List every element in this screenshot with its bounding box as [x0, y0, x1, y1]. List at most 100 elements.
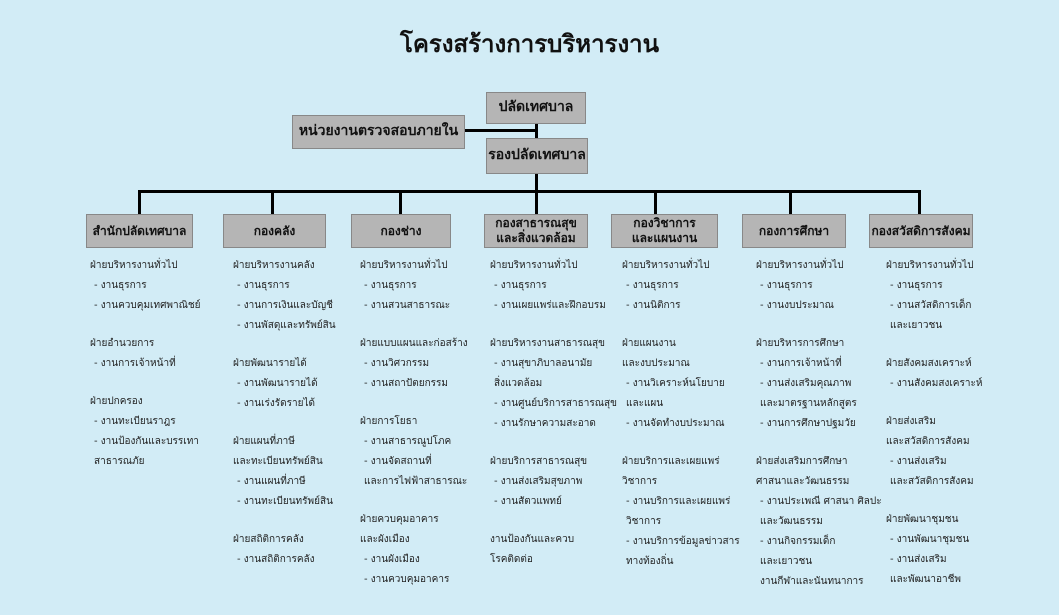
- task-item: - งานจัดทำงบประมาณ: [626, 418, 725, 429]
- dept-column-finance: ฝ่ายบริหารงานคลัง- งานธุรการ- งานการเงิน…: [233, 256, 361, 570]
- task-item: - งานพัฒนารายได้: [237, 378, 318, 389]
- connector-dept-2: [399, 190, 402, 214]
- task-item: - งานวิเคราะห์นโยบาย และแผน: [626, 378, 725, 409]
- task-item: - งานส่งเสริม และพัฒนาอาชีพ: [890, 554, 962, 585]
- dept-column-education: ฝ่ายบริหารงานทั่วไป - งานธุรการ - งานงบประ…: [756, 256, 886, 592]
- division-heading: ฝ่ายบริหารงานสาธารณสุข: [490, 338, 605, 349]
- group-spacer: [622, 434, 750, 452]
- division-heading: ฝ่ายบริหารการศึกษา: [756, 338, 845, 349]
- task-item: - งานกิจกรรมเด็ก และเยาวชน งานกีฬาและนัน…: [760, 536, 864, 587]
- task-item: - งานธุรการ: [760, 280, 813, 291]
- deputy-clerk-label: รองปลัดเทศบาล: [488, 147, 586, 164]
- group-spacer: [490, 434, 618, 452]
- division-heading: ฝ่ายควบคุมอาคาร และผังเมือง: [360, 514, 439, 545]
- task-item: - งานสังคมสงเคราะห์: [890, 378, 983, 389]
- task-item: - งานบริการและเผยแพร่ วิชาการ: [626, 496, 731, 527]
- connector-dept-6: [918, 190, 921, 214]
- task-item: - งานควบคุมอาคาร: [364, 574, 450, 585]
- division-heading: ฝ่ายบริหารงานทั่วไป: [360, 260, 448, 271]
- division-heading: ฝ่ายส่งเสริม และสวัสดิการสังคม: [886, 416, 970, 447]
- dept-box-engineering: กองช่าง: [351, 214, 451, 248]
- connector-audit: [465, 129, 537, 132]
- connector-dept-3: [535, 190, 538, 214]
- connector-vertical-main: [535, 174, 538, 192]
- division-heading: ฝ่ายบริหารงานคลัง: [233, 260, 315, 271]
- task-item: - งานงบประมาณ: [760, 300, 834, 311]
- task-item: - งานสถิติการคลัง: [237, 554, 315, 565]
- division-heading: ฝ่ายแผนที่ภาษี และทะเบียนทรัพย์สิน: [233, 436, 323, 467]
- task-item: - งานการเจ้าหน้าที่: [94, 358, 176, 369]
- division-heading: ฝ่ายบริหารงานทั่วไป: [490, 260, 578, 271]
- group-spacer: [233, 336, 361, 354]
- dept-box-planning: กองวิชาการ และแผนงาน: [611, 214, 718, 248]
- task-item: - งานพัสดุและทรัพย์สิน: [237, 320, 336, 331]
- task-item: - งานสุขาภิบาลอนามัย สิ่งแวดล้อม: [494, 358, 593, 389]
- division-heading: ฝ่ายพัฒนารายได้: [233, 358, 307, 369]
- division-heading: ฝ่ายสังคมสงเคราะห์: [886, 358, 972, 369]
- division-heading: ฝ่ายแบบแผนและก่อสร้าง: [360, 338, 468, 349]
- group-spacer: [886, 394, 1011, 412]
- group-spacer: [90, 374, 218, 392]
- dept-label: กองสวัสดิการสังคม: [871, 223, 971, 238]
- task-item: - งานศูนย์บริการสาธารณสุข: [494, 398, 617, 409]
- task-item: - งานส่งเสริมสุขภาพ: [494, 476, 583, 487]
- task-item: - งานแผนที่ภาษี: [237, 476, 306, 487]
- task-item: - งานธุรการ: [890, 280, 943, 291]
- group-spacer: [490, 316, 618, 334]
- dept-column-planning: ฝ่ายบริหารงานทั่วไป - งานธุรการ - งานนิติก…: [622, 256, 750, 572]
- connector-dept-4: [654, 190, 657, 214]
- dept-label: กองช่าง: [380, 223, 422, 238]
- task-item: - งานนิติการ: [626, 300, 681, 311]
- division-heading: งานป้องกันและควบ โรคติดต่อ: [490, 534, 575, 565]
- dept-label: กองสาธารณสุข และสิ่งแวดล้อม: [495, 216, 577, 245]
- task-item: - งานส่งเสริมคุณภาพ และมาตรฐานหลักสูตร: [760, 378, 857, 409]
- connector-horizontal-bus: [138, 190, 920, 193]
- task-item: - งานวิศวกรรม: [364, 358, 430, 369]
- group-spacer: [886, 492, 1011, 510]
- task-item: - งานรักษาความสะอาด: [494, 418, 596, 429]
- division-heading: ฝ่ายการโยธา: [360, 416, 418, 427]
- task-item: - งานสวัสดิการเด็ก และเยาวชน: [890, 300, 972, 331]
- deputy-clerk-box: รองปลัดเทศบาล: [486, 138, 588, 174]
- group-spacer: [490, 512, 618, 530]
- task-item: - งานผังเมือง: [364, 554, 420, 565]
- group-spacer: [756, 316, 886, 334]
- task-item: - งานธุรการ: [626, 280, 679, 291]
- dept-box-social-welfare: กองสวัสดิการสังคม: [869, 214, 973, 248]
- task-item: - งานธุรการ: [94, 280, 147, 291]
- task-item: - งานสัตวแพทย์: [494, 496, 562, 507]
- dept-label: กองวิชาการ และแผนงาน: [631, 216, 698, 245]
- task-item: - งานการศึกษาปฐมวัย: [760, 418, 856, 429]
- dept-column-social-welfare: ฝ่ายบริหารงานทั่วไป- งานธุรการ- งานสวัสด…: [886, 256, 1011, 590]
- group-spacer: [886, 336, 1011, 354]
- group-spacer: [622, 316, 750, 334]
- dept-column-engineering: ฝ่ายบริหารงานทั่วไป - งานธุรการ - งานสวนสา…: [360, 256, 488, 590]
- task-item: - งานทะเบียนราฎร: [94, 416, 176, 427]
- dept-box-finance: กองคลัง: [223, 214, 326, 248]
- audit-unit-box: หน่วยงานตรวจสอบภายใน: [292, 115, 465, 149]
- task-item: - งานประเพณี ศาสนา ศิลปะ และวัฒนธรรม: [760, 496, 882, 527]
- group-spacer: [756, 434, 886, 452]
- dept-column-palad: ฝ่ายบริหารงานทั่วไป- งานธุรการ- งานควบคุ…: [90, 256, 218, 472]
- task-item: - งานส่งเสริม และสวัสดิการสังคม: [890, 456, 974, 487]
- division-heading: ฝ่ายบริการสาธารณสุข: [490, 456, 588, 467]
- task-item: - งานธุรการ: [364, 280, 417, 291]
- task-item: - งานสวนสาธารณะ: [364, 300, 451, 311]
- dept-column-public-health: ฝ่ายบริหารงานทั่วไป - งานธุรการ - งานเผยแพ…: [490, 256, 618, 570]
- task-item: - งานการเงินและบัญชี: [237, 300, 333, 311]
- task-item: - งานเผยแพร่และฝึกอบรม: [494, 300, 606, 311]
- dept-label: กองการศึกษา: [758, 223, 830, 238]
- audit-unit-label: หน่วยงานตรวจสอบภายใน: [298, 123, 459, 140]
- division-heading: ฝ่ายแผนงาน และงบประมาณ: [622, 338, 690, 369]
- connector-dept-5: [789, 190, 792, 214]
- dept-box-public-health: กองสาธารณสุข และสิ่งแวดล้อม: [484, 214, 588, 248]
- group-spacer: [360, 316, 488, 334]
- task-item: - งานธุรการ: [494, 280, 547, 291]
- task-item: - งานสถาปัตยกรรม: [364, 378, 448, 389]
- group-spacer: [233, 512, 361, 530]
- task-item: - งานควบคุมเทศพาณิชย์: [94, 300, 201, 311]
- division-heading: ฝ่ายบริหารงานทั่วไป: [756, 260, 844, 271]
- dept-label: สำนักปลัดเทศบาล: [92, 223, 187, 238]
- connector-dept-1: [271, 190, 274, 214]
- division-heading: ฝ่ายบริหารงานทั่วไป: [622, 260, 710, 271]
